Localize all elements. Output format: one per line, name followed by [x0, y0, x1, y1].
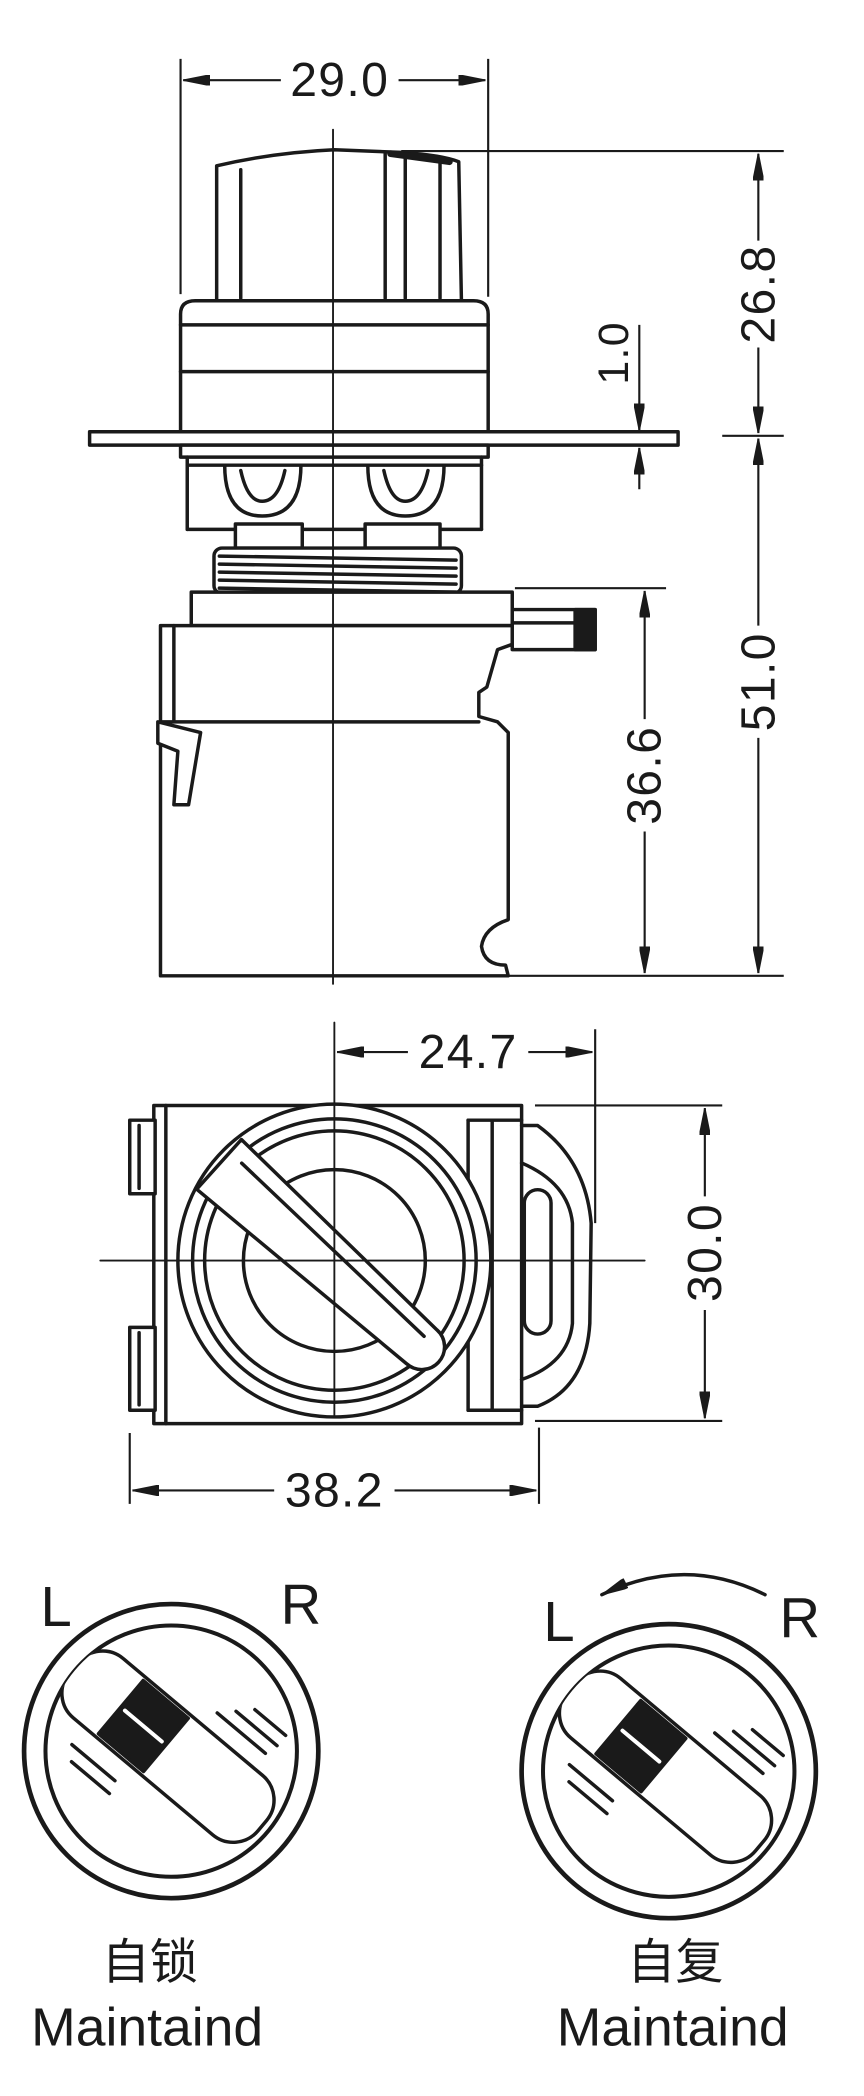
mounting-panel	[87, 430, 680, 447]
dimension-housing-height-label: 36.6	[618, 726, 672, 825]
symbol-latching-caption-cn: 自锁	[102, 1934, 198, 1990]
dimension-panel-thickness-label: 1.0	[590, 321, 638, 384]
symbol-return-right-label: R	[780, 1586, 821, 1649]
terminal	[510, 607, 597, 652]
return-arrow-icon	[600, 1572, 767, 1597]
symbol-return-caption-en: Maintaind	[557, 1998, 789, 2057]
dimension-width-label: 29.0	[290, 53, 389, 107]
symbol-latching: L R 自锁 Maintaind	[21, 1573, 322, 2057]
front-view: 24.7 30.0 38.2	[99, 1021, 732, 1517]
front-extension-lines	[128, 1029, 723, 1504]
bezel	[178, 299, 490, 434]
symbol-return-caption-cn: 自复	[627, 1934, 723, 1990]
dimension-front-width: 38.2	[132, 1463, 537, 1517]
knob	[214, 147, 464, 303]
dimension-front-height: 30.0	[678, 1108, 732, 1419]
dimension-rear-height: 51.0	[731, 438, 785, 974]
symbol-latching-left-label: L	[41, 1575, 72, 1638]
contact-housing	[156, 590, 514, 978]
symbol-latching-dial	[21, 1601, 321, 1901]
dimension-width: 29.0	[183, 53, 486, 107]
dimension-front-height-label: 30.0	[678, 1203, 732, 1302]
dimension-housing-height: 36.6	[618, 590, 672, 974]
symbol-return-dial	[519, 1621, 819, 1921]
mounting-nut	[178, 443, 490, 550]
dimension-front-width-label: 38.2	[285, 1463, 384, 1517]
symbol-latching-right-label: R	[281, 1573, 322, 1636]
dimension-offset: 24.7	[337, 1025, 593, 1079]
dimension-knob-height: 26.8	[731, 153, 785, 434]
dimension-panel-thickness: 1.0	[590, 321, 639, 490]
dimension-knob-height-label: 26.8	[731, 245, 785, 344]
symbol-spring-return: L R 自复 Maintaind	[519, 1572, 821, 2057]
symbol-return-left-label: L	[543, 1590, 574, 1653]
extension-lines	[179, 58, 784, 977]
dimension-rear-height-label: 51.0	[731, 632, 785, 731]
side-elevation-view: 29.0 26.8 1.0 51.0 36.6	[87, 53, 785, 985]
dimension-offset-label: 24.7	[419, 1025, 518, 1079]
threaded-sleeve	[212, 546, 464, 596]
selector-lever	[194, 1137, 447, 1372]
symbol-latching-caption-en: Maintaind	[31, 1998, 263, 2057]
